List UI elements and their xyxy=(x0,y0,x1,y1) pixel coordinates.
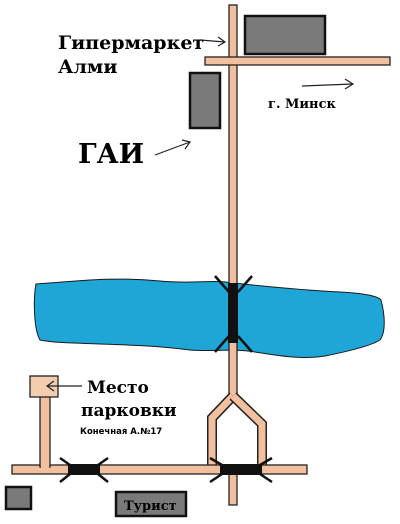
label-parking-line2: парковки xyxy=(81,401,177,421)
building-small xyxy=(4,485,33,511)
arrow-icon-gai xyxy=(154,139,192,156)
road-to-minsk xyxy=(204,56,391,66)
bridge-bottom-left xyxy=(59,456,109,483)
building-tourist xyxy=(114,490,188,518)
bridge-main xyxy=(214,275,253,353)
label-hypermarket-line2: Алми xyxy=(58,56,117,78)
building-hypermarket-almi xyxy=(243,14,327,56)
arrow-icon-minsk xyxy=(301,78,355,90)
parking-access-road xyxy=(39,394,51,468)
arrow-icon-parking xyxy=(45,380,82,392)
building-gai xyxy=(188,71,222,130)
arrow-icon-hypermarket xyxy=(199,36,227,47)
bridge-bottom-right xyxy=(209,456,273,484)
river xyxy=(33,278,385,358)
label-minsk: г. Минск xyxy=(268,97,336,112)
label-tourist: Турист xyxy=(124,499,177,514)
bottom-road xyxy=(11,464,308,475)
label-parking-line1: Место xyxy=(87,378,149,398)
label-gai: ГАИ xyxy=(78,139,144,170)
label-bus-stop: Конечная А.№17 xyxy=(80,427,162,437)
label-hypermarket-line1: Гипермаркет xyxy=(58,32,204,54)
